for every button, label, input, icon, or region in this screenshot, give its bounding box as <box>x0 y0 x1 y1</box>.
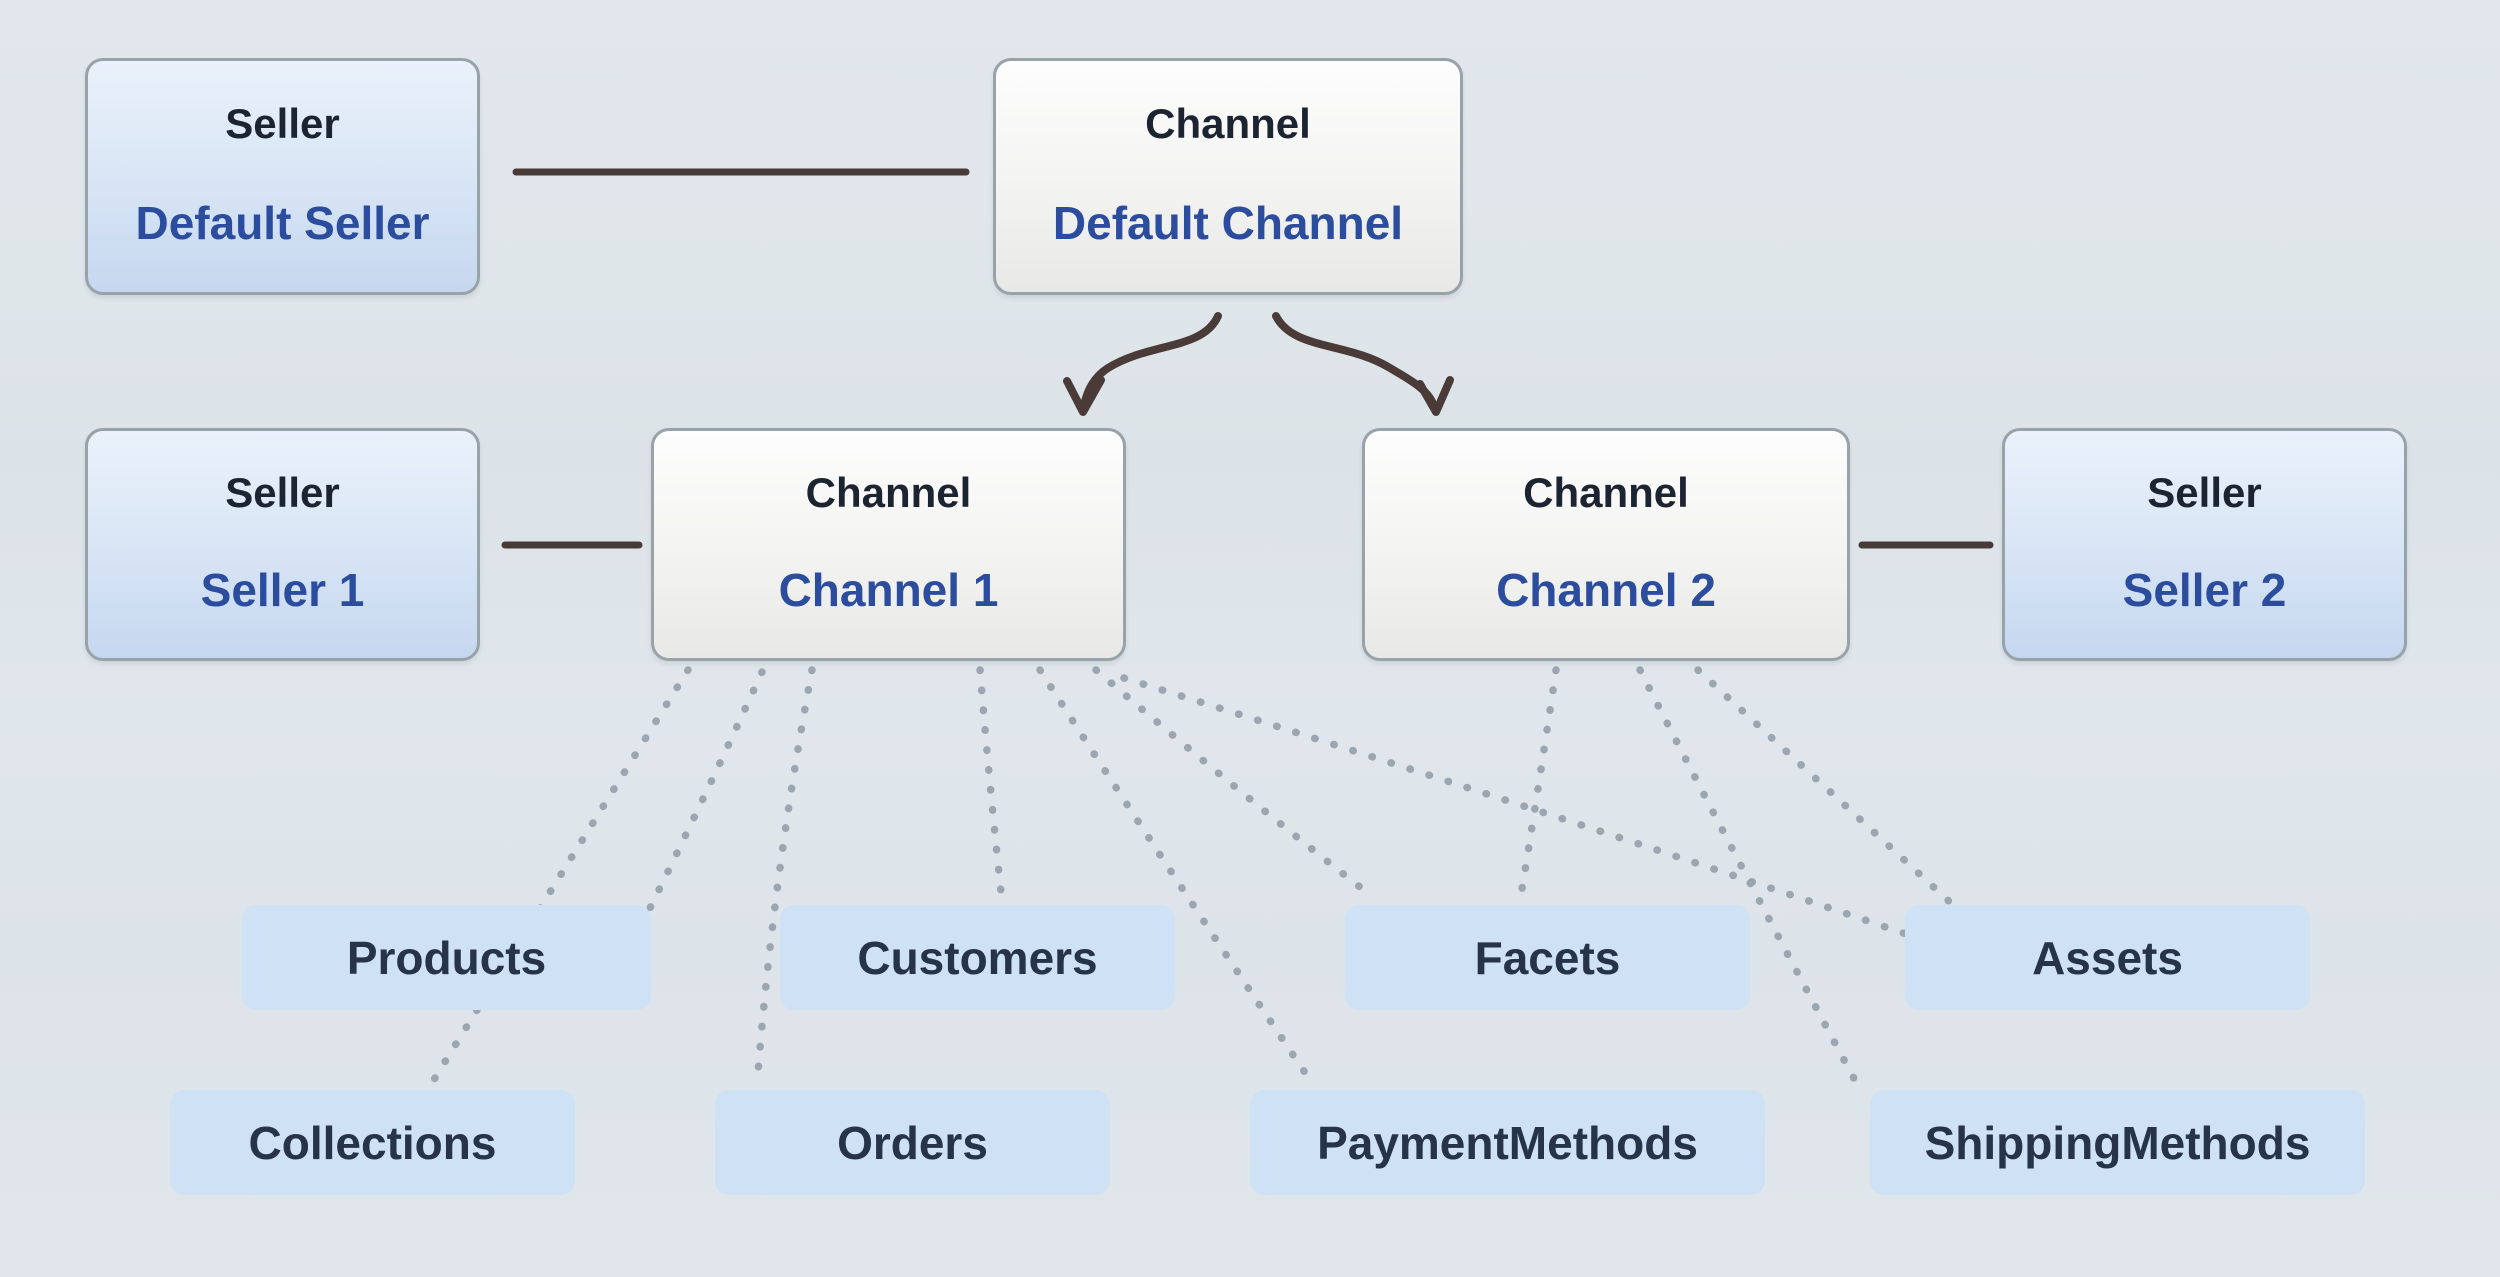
node-seller1-title: Seller <box>225 468 340 516</box>
entity-paymentmethods: PaymentMethods <box>1250 1090 1765 1195</box>
dotted-line-channel1-collections <box>426 666 692 1090</box>
node-default-seller-name: Default Seller <box>135 196 430 249</box>
node-channel1-title: Channel <box>805 468 972 516</box>
entity-collections: Collections <box>170 1090 575 1195</box>
dotted-line-channel1-assets <box>1120 674 1910 938</box>
node-default-seller-title: Seller <box>225 99 340 147</box>
arrowhead-channel2-icon <box>1416 376 1454 416</box>
entity-assets: Assets <box>1905 905 2310 1010</box>
entity-facets: Facets <box>1345 905 1750 1010</box>
entity-products: Products <box>242 905 651 1010</box>
node-seller2-title: Seller <box>2147 468 2262 516</box>
entity-orders: Orders <box>715 1090 1110 1195</box>
node-seller1: Seller Seller 1 <box>85 428 480 661</box>
node-channel1-name: Channel 1 <box>778 564 999 617</box>
arrow-default-channel-to-channel2 <box>1272 312 1437 408</box>
arrow-default-channel-to-channel1 <box>1080 312 1222 410</box>
node-seller2: Seller Seller 2 <box>2002 428 2407 661</box>
node-channel1: Channel Channel 1 <box>651 428 1126 661</box>
dotted-line-channel1-customers <box>976 666 1006 905</box>
dotted-line-channel2-assets <box>1694 666 1956 908</box>
entity-shippingmethods: ShippingMethods <box>1870 1090 2365 1195</box>
node-default-channel: Channel Default Channel <box>993 58 1463 295</box>
dotted-line-channel2-facets <box>1516 666 1560 905</box>
node-default-channel-title: Channel <box>1145 99 1311 147</box>
node-channel2-name: Channel 2 <box>1496 564 1716 617</box>
node-channel2-title: Channel <box>1523 468 1689 516</box>
node-seller2-name: Seller 2 <box>2122 564 2287 617</box>
arrowhead-channel1-icon <box>1063 376 1105 416</box>
node-channel2: Channel Channel 2 <box>1362 428 1850 661</box>
entity-customers: Customers <box>780 905 1175 1010</box>
dotted-line-channel1-orders <box>753 666 816 1090</box>
node-default-channel-name: Default Channel <box>1052 196 1404 249</box>
dotted-line-channel1-paymentmethods <box>1036 666 1318 1090</box>
node-seller1-name: Seller 1 <box>200 564 365 617</box>
dotted-line-channel1-facets <box>1092 666 1378 902</box>
node-default-seller: Seller Default Seller <box>85 58 480 295</box>
dotted-line-channel2-shippingmethods <box>1636 666 1862 1090</box>
